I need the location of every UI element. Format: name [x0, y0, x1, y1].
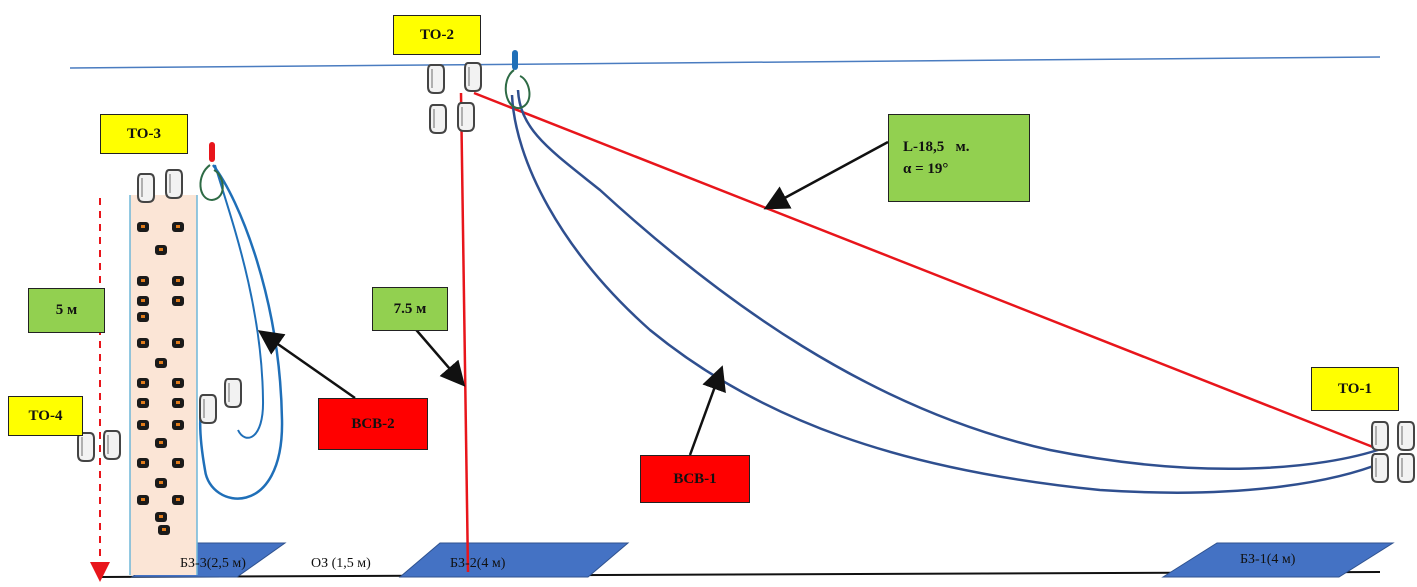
carabiner-to4-a [77, 432, 95, 462]
label-to1: ТО-1 [1311, 367, 1399, 411]
carabiner-wall-b [224, 378, 242, 408]
climbing-holds [137, 222, 184, 535]
vertical-red-line [459, 92, 470, 573]
device-to3 [209, 142, 215, 162]
zone-bz1 [1161, 542, 1395, 578]
zone-bz2 [398, 542, 630, 578]
rope-loop-to3 [199, 164, 224, 202]
zone-label-bz1: БЗ-1(4 м) [1240, 552, 1296, 567]
carabiner-to4-b [103, 430, 121, 460]
arrow-vsv1 [688, 365, 726, 456]
label-to4: ТО-4 [8, 396, 83, 436]
device-to2 [512, 50, 518, 70]
rope-loop-to2 [504, 69, 531, 109]
carabiner-to1-d [1397, 453, 1415, 483]
traverse-red-line [473, 91, 1379, 451]
carabiner-to3-b [165, 169, 183, 199]
carabiner-to2-d [457, 102, 475, 132]
label-wall-height: 5 м [28, 288, 105, 333]
label-vsv1: ВСВ-1 [640, 455, 750, 503]
label-vsv2: ВСВ-2 [318, 398, 428, 450]
carabiner-to1-c [1371, 453, 1389, 483]
label-traverse: L-18,5 м. α = 19° [888, 114, 1030, 202]
carabiner-to3-a [137, 173, 155, 203]
arrow-to-traverse [763, 140, 889, 210]
carabiner-to2-b [464, 62, 482, 92]
horizon-line [69, 56, 1381, 69]
carabiner-wall-a [199, 394, 217, 424]
rope-vsv1-lower [510, 94, 1385, 494]
arrow-vsv2 [257, 330, 356, 400]
carabiner-to1-a [1371, 421, 1389, 451]
zone-label-bz2: БЗ-2(4 м) [450, 556, 506, 571]
ground-line [99, 571, 1381, 578]
zone-label-bz3: БЗ-3(2,5 м) [180, 556, 246, 571]
carabiner-to2-a [427, 64, 445, 94]
traverse-length: L-18,5 м. [903, 139, 970, 155]
zone-label-oz: ОЗ (1,5 м) [311, 556, 371, 571]
carabiner-to1-b [1397, 421, 1415, 451]
arrow-to-vertical [411, 324, 466, 387]
carabiner-to2-c [429, 104, 447, 134]
label-vertical-length: 7.5 м [372, 287, 448, 331]
label-to3: ТО-3 [100, 114, 188, 154]
label-to2: ТО-2 [393, 15, 481, 55]
traverse-angle: α = 19° [903, 161, 949, 177]
rope-vsv2-outer [199, 164, 284, 500]
rope-vsv1-upper [516, 89, 1385, 470]
